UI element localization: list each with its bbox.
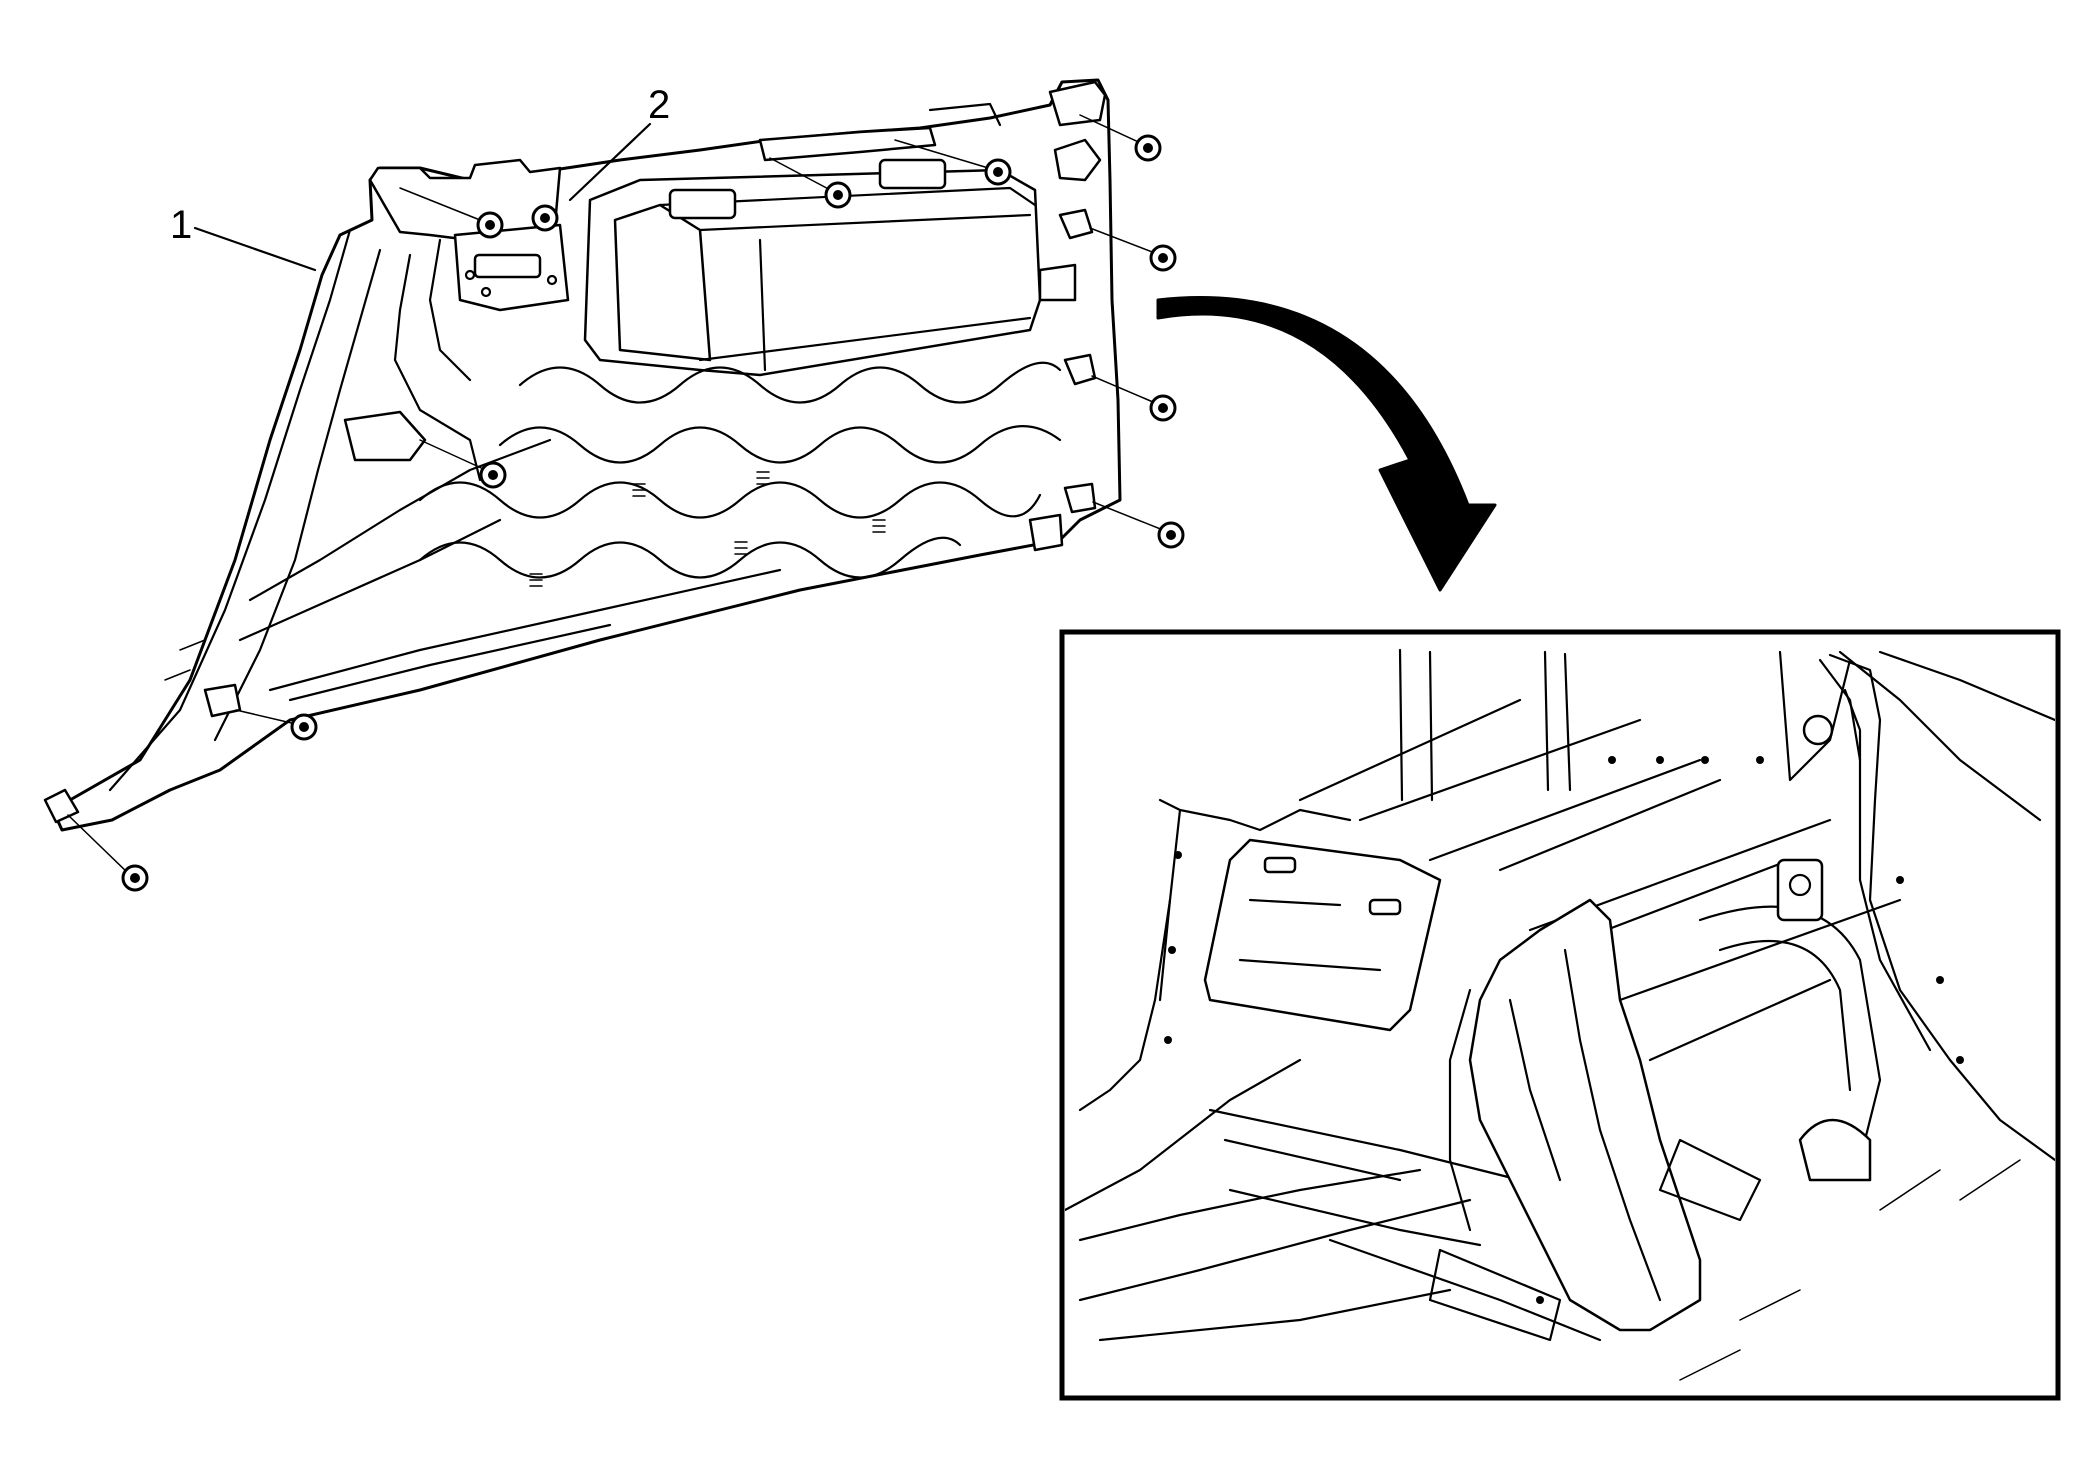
callout-1-number: 1 <box>170 203 192 247</box>
nut <box>476 211 504 239</box>
callout-2: 2 <box>568 83 670 202</box>
callout-1: 1 <box>170 203 317 272</box>
quarter-trim-panel <box>43 78 1122 832</box>
nut <box>1149 244 1177 272</box>
nut <box>1157 521 1185 549</box>
retainer-clip-marks <box>529 471 886 587</box>
retaining-nuts <box>121 134 1185 892</box>
inset-fastener-dots <box>1164 756 1964 1304</box>
nut <box>290 713 318 741</box>
nut <box>824 181 852 209</box>
nut <box>1134 134 1162 162</box>
nut <box>531 204 559 232</box>
callout-2-number: 2 <box>648 83 670 127</box>
nut <box>984 158 1012 186</box>
nut <box>479 461 507 489</box>
view-direction-arrow <box>1156 296 1497 592</box>
fastener-guide-lines <box>67 114 1169 876</box>
inset-view <box>1059 629 2061 1401</box>
nut <box>1149 394 1177 422</box>
nut <box>121 864 149 892</box>
